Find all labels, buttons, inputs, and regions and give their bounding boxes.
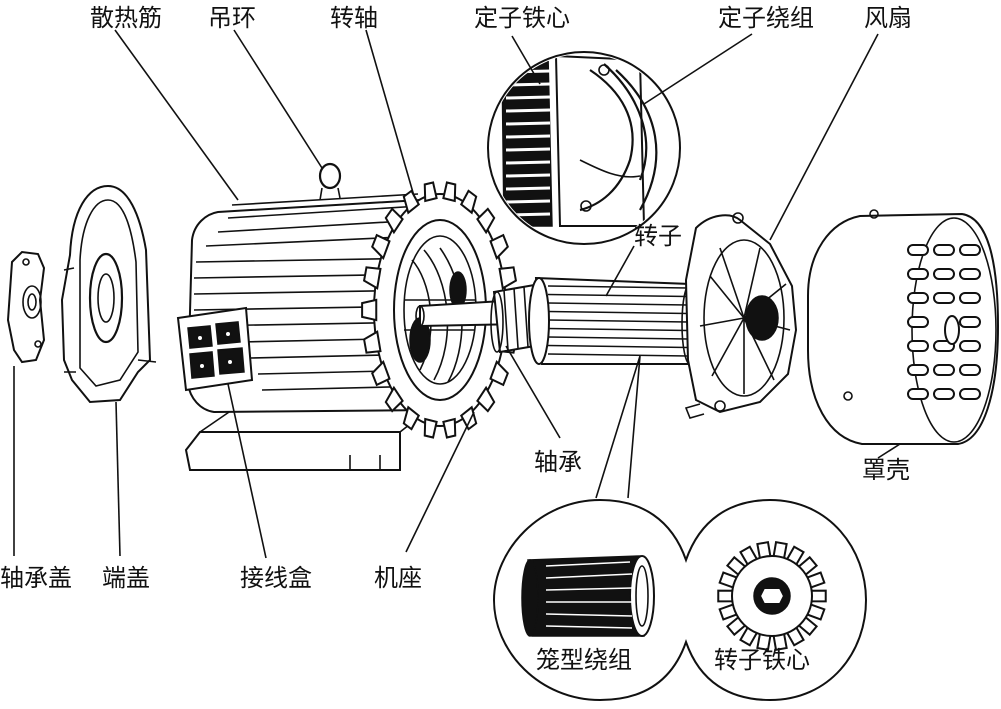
vent-slot <box>933 388 955 400</box>
ring-fin <box>402 189 421 215</box>
ring-fin <box>476 385 496 413</box>
stator-slot <box>505 108 551 113</box>
vent-slot <box>907 340 929 352</box>
stator-slot <box>505 199 551 204</box>
motor-frame-part <box>176 162 436 471</box>
label-frame: 机座 <box>374 564 422 592</box>
rotor-detail-circles <box>492 498 868 702</box>
ring-fin <box>371 233 391 261</box>
label-rotor: 转子 <box>634 222 682 250</box>
label-bearing: 轴承 <box>534 448 582 476</box>
rotor-bar <box>547 336 689 340</box>
stator-detail-circle <box>487 51 681 245</box>
rotor-bar <box>547 319 689 323</box>
end-cap-part <box>60 184 157 404</box>
stator-slot <box>505 212 551 217</box>
rotor-bar <box>547 327 689 332</box>
ring-fin <box>489 233 509 261</box>
rotor-bar <box>547 302 689 306</box>
stator-slot <box>505 134 551 139</box>
vent-slot <box>907 292 929 304</box>
leader-lines <box>13 29 901 559</box>
label-stator-core: 定子铁心 <box>474 4 570 32</box>
vent-slot <box>959 292 981 304</box>
stator-slot <box>505 95 551 100</box>
ring-fin <box>423 181 438 203</box>
vent-slot <box>907 388 929 400</box>
stator-slot <box>505 121 551 126</box>
ring-fin <box>442 181 457 203</box>
label-cover: 罩壳 <box>862 456 910 484</box>
ring-fin <box>489 359 509 387</box>
ring-fin <box>476 207 496 235</box>
rotor-core-illustration <box>717 540 827 652</box>
label-end-cap: 端盖 <box>102 564 150 592</box>
rotor-bar <box>547 353 689 357</box>
stator-slot <box>505 173 551 178</box>
ring-fin <box>402 405 421 431</box>
rotor-bar <box>547 310 689 315</box>
ring-fin <box>459 189 478 215</box>
stator-slot <box>505 160 551 165</box>
fan-cover-part <box>807 209 1000 445</box>
label-stator-winding: 定子绕组 <box>718 4 814 32</box>
vent-slot <box>959 316 981 328</box>
vent-slot <box>933 244 955 256</box>
vent-slot <box>933 364 955 376</box>
vent-slot <box>933 292 955 304</box>
ring-fin <box>459 405 478 431</box>
rotor-part <box>528 276 723 365</box>
label-shaft: 转轴 <box>330 4 378 32</box>
label-fan: 风扇 <box>864 4 912 32</box>
stator-slot <box>505 186 551 191</box>
vent-slot <box>933 268 955 280</box>
vent-slot <box>907 316 929 328</box>
vent-slot <box>959 340 981 352</box>
label-rotor-core: 转子铁心 <box>714 646 810 674</box>
ring-fin <box>384 207 404 235</box>
label-terminal-box: 接线盒 <box>240 564 312 592</box>
bearing-cap-part <box>6 250 46 364</box>
vent-slot <box>959 268 981 280</box>
cage-winding-illustration <box>521 555 655 637</box>
vent-slot <box>959 388 981 400</box>
label-lifting-ring: 吊环 <box>208 4 256 32</box>
label-bearing-cap: 轴承盖 <box>0 564 72 592</box>
label-fins: 散热筋 <box>90 4 162 32</box>
labels: 散热筋 吊环 转轴 定子铁心 定子绕组 风扇 转子 轴承 罩壳 轴承盖 端盖 接… <box>0 4 912 674</box>
vent-slot <box>907 244 929 256</box>
vent-slot <box>907 268 929 280</box>
rotor-bar <box>547 285 689 289</box>
ring-fin <box>362 266 382 290</box>
ring-fin <box>362 330 382 354</box>
ring-fin <box>371 359 391 387</box>
vent-slot <box>959 244 981 256</box>
rotor-bar <box>547 293 689 298</box>
label-cage-winding: 笼型绕组 <box>536 646 632 674</box>
fan-part <box>684 212 798 419</box>
ring-fin <box>423 417 438 439</box>
ring-fin <box>384 385 404 413</box>
ring-fin <box>361 298 378 322</box>
vent-slot <box>907 364 929 376</box>
rotor-bar <box>547 344 689 349</box>
stator-slot <box>505 147 551 152</box>
vent-slot <box>959 364 981 376</box>
ring-fin <box>442 417 457 439</box>
ring-fin <box>498 266 518 290</box>
